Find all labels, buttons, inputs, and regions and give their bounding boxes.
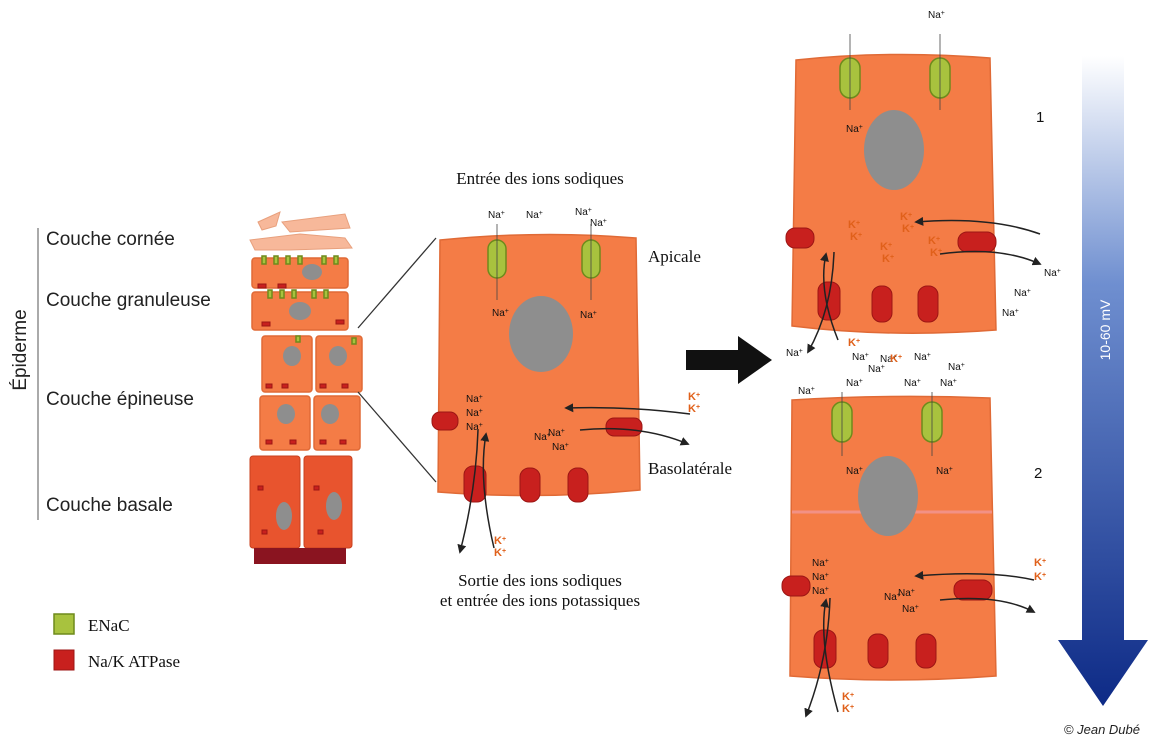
layer-label-basale: Couche basale [46,495,173,516]
potassium-ion-label: K+ [842,691,854,703]
transition-arrow [686,336,772,384]
zoom-line-top [358,238,436,328]
right-cell-2-nucleus [858,456,918,536]
caption-exit-2: et entrée des ions potassiques [440,591,640,610]
na-k-pump [954,580,992,600]
sodium-ion-label: Na+ [948,362,965,374]
label-basolateral: Basolatérale [648,459,732,478]
caption-exit-1: Sortie des ions sodiques [458,571,622,590]
stratum-corneum [250,212,352,250]
caption-sodium-entry: Entrée des ions sodiques [456,169,624,188]
legend-pump-swatch [54,650,74,670]
middle-cell-nucleus [509,296,573,372]
step-number-1: 1 [1036,109,1044,126]
sodium-ion-label: Na+ [786,348,803,360]
na-k-pump [568,468,588,502]
sodium-ion-label: Na+ [868,364,885,376]
legend-pump-label: Na/K ATPase [88,652,180,671]
stratum-granulosum [252,256,348,330]
layer-label-epineuse: Couche épineuse [46,389,194,410]
potassium-ion-label: K+ [494,547,506,559]
gradient-label: 10-60 mV [1097,299,1113,360]
layer-label-granuleuse: Couche granuleuse [46,290,211,311]
potassium-ion-label: K+ [688,391,700,403]
potassium-ion-label: K+ [1034,571,1046,583]
na-k-pump [432,412,458,430]
credit: © Jean Dubé [1064,722,1140,737]
sodium-ion-label: Na+ [928,10,945,22]
voltage-gradient-arrow: 10-60 mV [1058,56,1148,706]
sodium-ion-label: Na+ [1002,308,1019,320]
na-k-pump [520,468,540,502]
layer-label-cornee: Couche cornée [46,229,175,250]
potassium-ion-label: K+ [842,703,854,715]
sodium-ion-label: Na+ [940,378,957,390]
zoom-line-bottom [358,392,436,482]
na-k-pump [782,576,810,596]
right-cell-1: 1 Na+Na+Na+Na+Na+Na+K+K+K+K+K+K+K+K+K+ [786,10,1061,360]
legend-enac-label: ENaC [88,616,130,635]
sodium-ion-label: Na+ [575,207,592,219]
na-k-pump [868,634,888,668]
sodium-ion-label: Na+ [904,378,921,390]
potassium-ion-label: K+ [848,337,860,349]
gradient-arrow-shape [1058,56,1148,706]
sodium-ion-label: Na+ [526,210,543,222]
potassium-ion-label: K+ [494,535,506,547]
epidermis-title: Épiderme [10,309,31,390]
na-k-pump [958,232,996,252]
na-k-pump [916,634,936,668]
stratum-basale [250,456,352,564]
na-k-pump [918,286,938,322]
na-k-pump [606,418,642,436]
sodium-ion-label: Na+ [846,378,863,390]
label-apical: Apicale [648,247,701,266]
sodium-ion-label: Na+ [1014,288,1031,300]
sodium-ion-label: Na+ [914,352,931,364]
na-k-pump [786,228,814,248]
basement-membrane [254,548,346,564]
potassium-ion-label: K+ [1034,557,1046,569]
sodium-ion-label: Na+ [590,218,607,230]
middle-cell-section: Entrée des ions sodiques Apicale Basolat… [432,169,732,610]
step-number-2: 2 [1034,465,1042,482]
right-cell-1-nucleus [864,110,924,190]
sodium-ion-label: Na+ [1044,268,1061,280]
stratum-spinosum [260,336,362,450]
potassium-ion-label: K+ [688,403,700,415]
potassium-ion-label: K+ [890,353,902,365]
epidermis-section: Épiderme Couche cornée Couche granuleuse… [10,212,436,564]
legend-enac-swatch [54,614,74,634]
sodium-ion-label: Na+ [852,352,869,364]
na-k-pump [872,286,892,322]
sodium-ion-label: Na+ [488,210,505,222]
legend: ENaC Na/K ATPase [54,614,180,671]
sodium-ion-label: Na+ [798,386,815,398]
right-cell-2: 2 Na+Na+Na+Na+Na+Na+Na+Na+Na+Na+Na+Na+Na… [782,352,1046,717]
